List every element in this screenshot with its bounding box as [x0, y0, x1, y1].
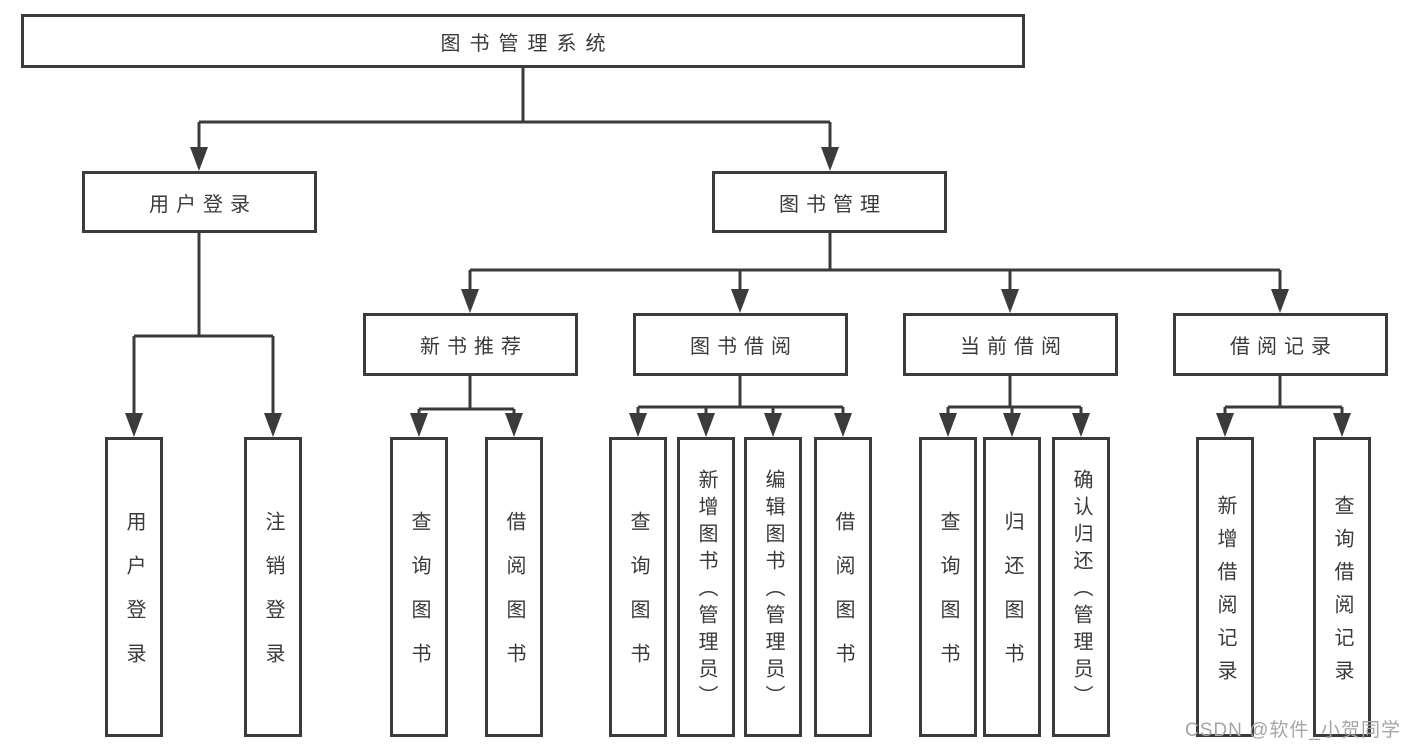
- arrowhead-icon: [697, 413, 715, 437]
- node-book-management: 图书管理: [712, 171, 947, 233]
- arrowhead-icon: [410, 413, 428, 437]
- leaf-label: 查询图书: [408, 511, 430, 687]
- leaf-label: 借阅图书: [503, 511, 525, 687]
- arrowhead-icon: [629, 413, 647, 437]
- leaf-borrow-books: 借阅图书: [814, 437, 872, 737]
- node-library-system: 图书管理系统: [21, 14, 1025, 68]
- leaf-confirm-return-admin: 确认归还（管理员）: [1052, 437, 1110, 737]
- leaf-query-books-borrow: 查询图书: [609, 437, 667, 737]
- leaf-label: 注销登录: [262, 511, 284, 687]
- leaf-add-book-admin: 新增图书（管理员）: [677, 437, 735, 737]
- node-label: 图书管理系统: [440, 32, 615, 55]
- edges-records-children: [1216, 376, 1351, 437]
- edges-bookmgmt-to-level3: [461, 233, 1289, 313]
- arrowhead-icon: [821, 147, 839, 171]
- arrowhead-icon: [1072, 413, 1090, 437]
- node-label: 当前借阅: [960, 336, 1068, 358]
- leaf-label: 借阅图书: [832, 511, 854, 687]
- leaf-edit-book-admin: 编辑图书（管理员）: [744, 437, 802, 737]
- node-label: 图书借阅: [690, 336, 798, 358]
- leaf-user-login: 用户登录: [105, 437, 163, 737]
- leaf-label: 确认归还（管理员）: [1070, 469, 1092, 712]
- leaf-label: 查询图书: [627, 511, 649, 687]
- leaf-label: 用户登录: [123, 511, 145, 687]
- arrowhead-icon: [505, 413, 523, 437]
- arrowhead-icon: [190, 147, 208, 171]
- edges-bookborrow-children: [629, 376, 852, 437]
- arrowhead-icon: [1216, 413, 1234, 437]
- leaf-logout: 注销登录: [244, 437, 302, 737]
- edges-root-to-level2: [190, 68, 839, 171]
- node-book-borrow: 图书借阅: [633, 313, 848, 376]
- arrowhead-icon: [764, 413, 782, 437]
- leaf-label: 新增图书（管理员）: [695, 469, 717, 712]
- node-new-book-recommend: 新书推荐: [363, 313, 578, 376]
- node-label: 借阅记录: [1230, 336, 1338, 358]
- node-label: 用户登录: [149, 193, 257, 216]
- leaf-label: 归还图书: [1001, 511, 1023, 687]
- arrowhead-icon: [939, 413, 957, 437]
- leaf-add-borrow-record: 新增借阅记录: [1196, 437, 1254, 737]
- leaf-query-borrow-record: 查询借阅记录: [1313, 437, 1371, 737]
- leaf-query-books-recommend: 查询图书: [390, 437, 448, 737]
- leaf-query-books-current: 查询图书: [919, 437, 977, 737]
- arrowhead-icon: [1001, 289, 1019, 313]
- arrowhead-icon: [1271, 289, 1289, 313]
- arrowhead-icon: [461, 289, 479, 313]
- arrowhead-icon: [1003, 413, 1021, 437]
- node-label: 新书推荐: [420, 336, 528, 358]
- arrowhead-icon: [125, 413, 143, 437]
- arrowhead-icon: [731, 289, 749, 313]
- leaf-label: 查询借阅记录: [1331, 494, 1353, 693]
- arrowhead-icon: [834, 413, 852, 437]
- node-current-borrow: 当前借阅: [903, 313, 1118, 376]
- leaf-return-book: 归还图书: [983, 437, 1041, 737]
- arrowhead-icon: [264, 413, 282, 437]
- watermark: CSDN @软件_小贺同学: [1185, 720, 1401, 741]
- arrowhead-icon: [1333, 413, 1351, 437]
- leaf-label: 新增借阅记录: [1214, 494, 1236, 693]
- leaf-borrow-books-recommend: 借阅图书: [485, 437, 543, 737]
- edges-currentborrow-children: [939, 376, 1090, 437]
- node-label: 图书管理: [779, 193, 887, 216]
- leaf-label: 编辑图书（管理员）: [762, 469, 784, 712]
- edges-newbook-children: [410, 376, 523, 437]
- node-borrow-records: 借阅记录: [1173, 313, 1388, 376]
- edges-userlogin-children: [125, 233, 282, 437]
- node-user-login: 用户登录: [82, 171, 317, 233]
- leaf-label: 查询图书: [937, 511, 959, 687]
